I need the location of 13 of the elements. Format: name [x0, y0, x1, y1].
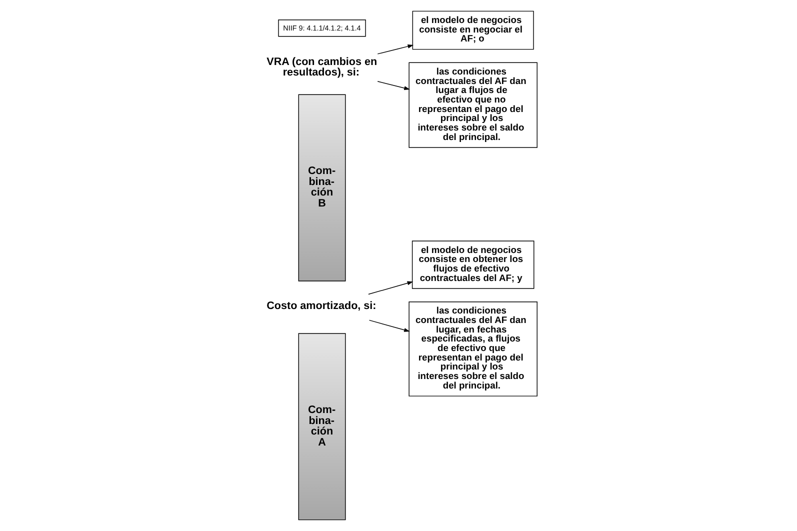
node-box: Com- bina- ción B — [298, 94, 346, 282]
node-box: el modelo de negocios consiste en negociar el AF; o — [412, 10, 534, 50]
node-box: las condiciones contractuales del AF dan lugar a flujos de efectivo que no representan el pago del principal y los intereses sobre el saldo del principal. — [408, 62, 537, 148]
node-text: VRA (con cambios en resultados), si: — [266, 56, 377, 79]
node-box: el modelo de negocios consiste en obtener los flujos de efectivo contractuales del AF; y — [411, 240, 534, 289]
node-text: Costo amortizado, si: — [266, 300, 376, 312]
arrow — [376, 81, 410, 90]
node-box: Com- bina- ción A — [298, 333, 346, 520]
arrow — [368, 320, 410, 332]
node-box: las condiciones contractuales del AF dan lugar, en fechas especificadas, a flujos de efectivo que representan el pago del principal y los intereses sobre el saldo del principal. — [408, 301, 537, 396]
arrow — [368, 281, 413, 295]
arrow — [376, 44, 414, 54]
label: NIIF 9: 4.1.1/4.1.2; 4.1.4 — [282, 23, 360, 32]
